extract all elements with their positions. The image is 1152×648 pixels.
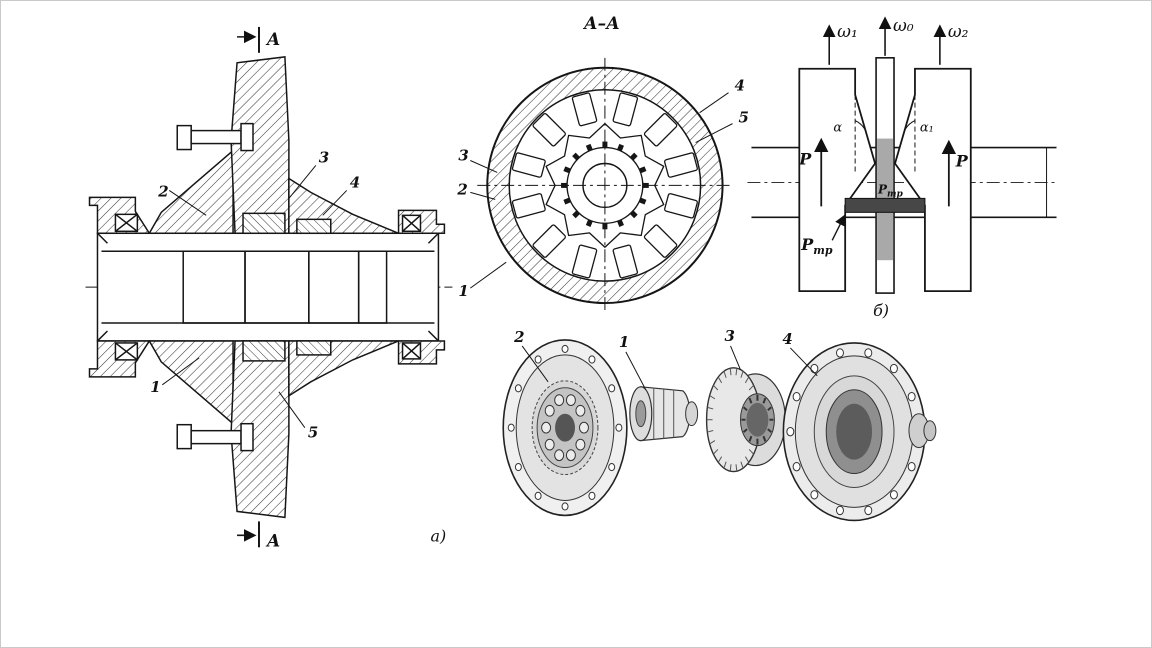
callout-1: 1 [150,378,160,396]
exploded-part-4-housing [782,342,937,522]
section-view-title: А–А [582,13,620,33]
callout-3: 3 [319,149,329,167]
longitudinal-section-view: A A 2 3 4 1 5 а) [85,26,453,550]
left-halfshaft-plate [798,67,877,292]
alpha-label: α [833,121,842,136]
omega-2-label: ω₂ [948,21,969,41]
friction-force-center-label: Pтр [877,182,903,199]
exp-callout-3: 3 [725,327,735,345]
section-label-a-bottom: A [265,530,280,550]
subfigure-label-b: б) [873,301,889,320]
callout-4: 4 [350,173,360,191]
aa-callout-2: 2 [456,180,467,198]
separator-shaded-upper [877,138,894,199]
flange-bolts [176,122,254,452]
radial-plungers [511,92,698,279]
section-view-callouts [470,92,733,289]
callout-2: 2 [157,182,168,200]
exploded-part-2-flange-disc [502,339,628,517]
section-view-a-a [477,57,733,314]
force-p-left-label: P [798,149,812,168]
exploded-part-3-splined-drum [705,367,786,473]
friction-force-lower-label: Pтр [800,235,833,257]
exp-callout-1: 1 [619,333,629,351]
section-label-a-top: A [265,29,280,49]
subfigure-label-a: а) [430,526,446,545]
exp-callout-4: 4 [782,330,792,348]
aa-callout-5: 5 [738,109,748,127]
callout-5: 5 [308,424,318,442]
section-plane-marker-top: A [237,26,280,53]
omega-1-label: ω₁ [837,21,858,41]
separator-shaded-lower [877,212,894,261]
alpha-1-label: α₁ [920,121,934,136]
plunger-bar [844,197,926,213]
aa-callout-1: 1 [458,282,468,300]
section-plane-marker-bottom: A [237,521,280,550]
aa-callout-3: 3 [458,147,468,165]
left-view-callouts [161,165,348,428]
force-p-right-label: P [955,151,969,170]
exp-callout-2: 2 [513,328,524,346]
exploded-view-callouts [521,345,818,391]
force-diagram: ω₁ ω₀ ω₂ α α₁ P P Pтр Pтр б) [747,15,1059,320]
right-halfshaft-plate [894,67,972,292]
exploded-part-1-cam [629,386,699,442]
omega-0-label: ω₀ [893,15,914,35]
bearing-rollers [114,213,422,361]
aa-callout-4: 4 [735,77,745,95]
exploded-view: 2 1 3 4 [502,327,937,522]
